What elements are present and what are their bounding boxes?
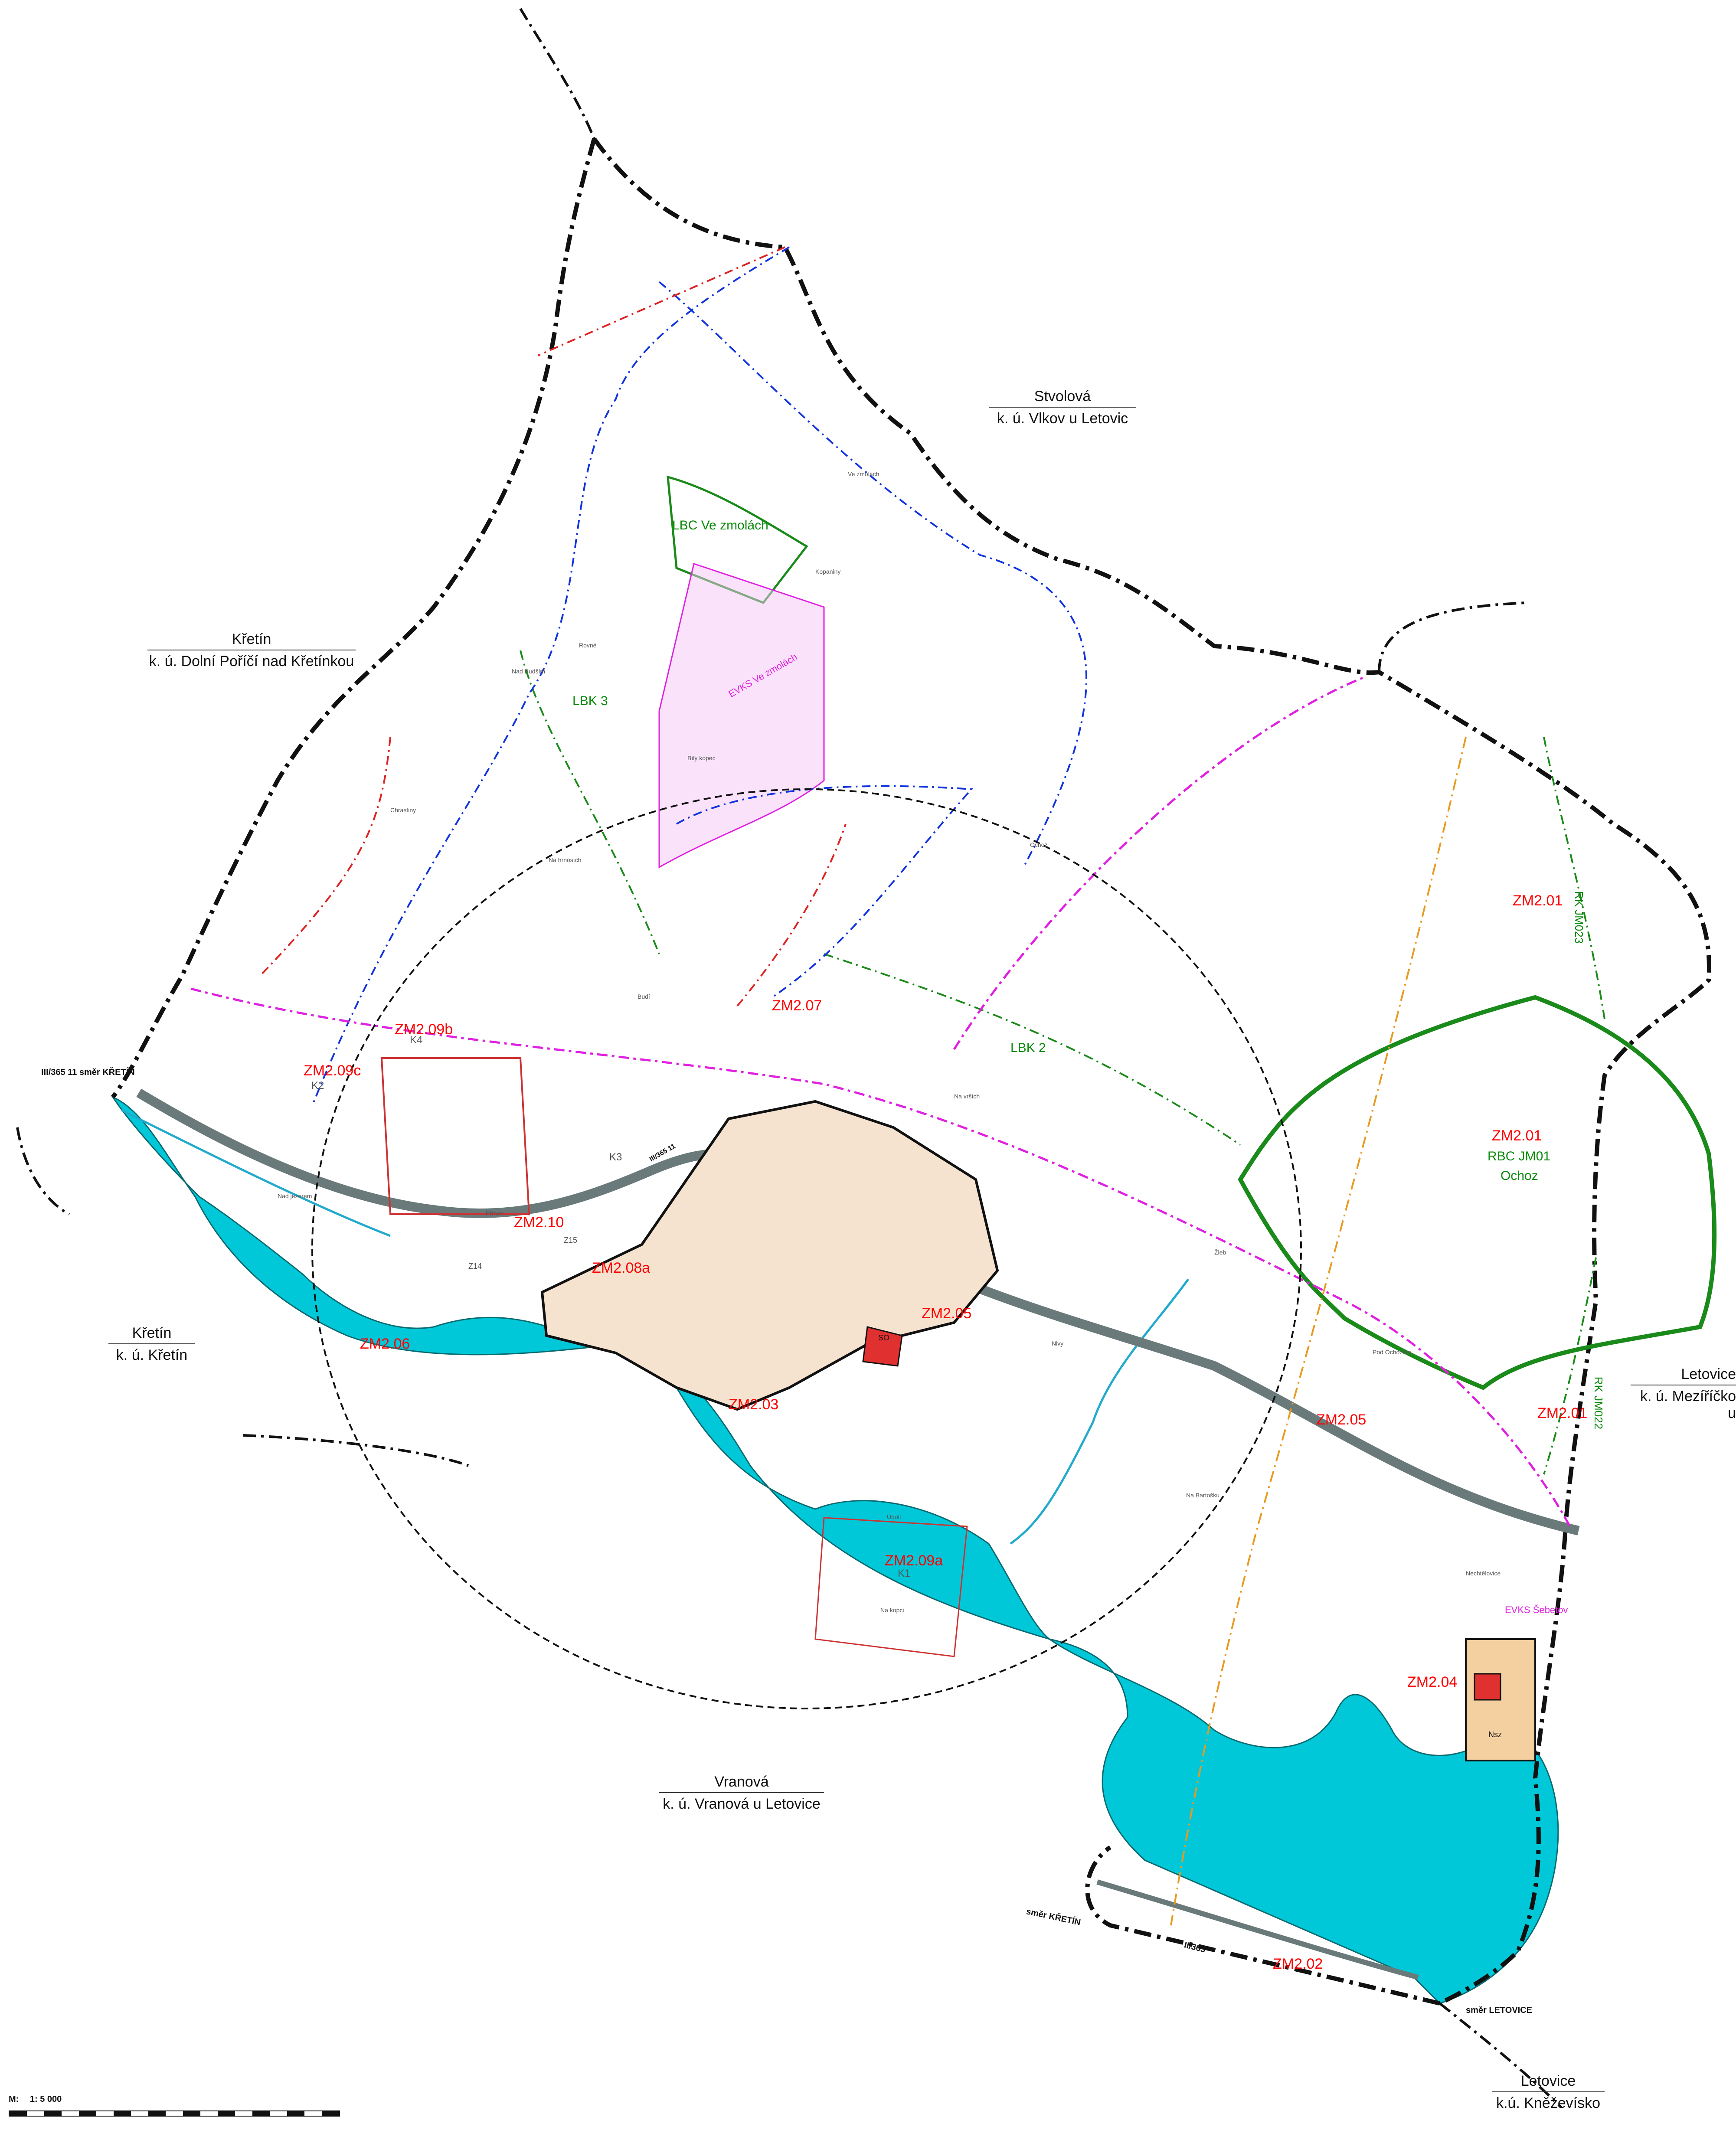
biocorridor bbox=[520, 650, 1605, 1475]
dashed-network-blue bbox=[311, 246, 1087, 1106]
neighbor-label: Vranová k. ú. Vranová u Letovice bbox=[659, 1774, 824, 1813]
scale-label: M: bbox=[9, 2094, 19, 2104]
place-name: Na vrších bbox=[954, 1093, 980, 1100]
change-label: ZM2.01 bbox=[1513, 892, 1563, 909]
neighbor-label: Křetín k. ú. Křetín bbox=[108, 1325, 195, 1364]
area-code: K4 bbox=[410, 1034, 423, 1046]
change-label: ZM2.09b bbox=[395, 1021, 453, 1038]
development-area-k4 bbox=[380, 1057, 530, 1215]
evks-area bbox=[658, 563, 825, 869]
place-name: Pod Ochozem bbox=[1373, 1349, 1411, 1356]
evks-label: EVKS Šebetov bbox=[1505, 1604, 1568, 1615]
change-label: ZM2.10 bbox=[514, 1214, 564, 1231]
change-label: ZM2.08a bbox=[592, 1260, 651, 1276]
change-label: ZM2.05 bbox=[1316, 1411, 1367, 1428]
place-name: Na Bartošku bbox=[1186, 1492, 1220, 1499]
change-label: ZM2.05 bbox=[922, 1305, 972, 1322]
place-name: Bílý kopec bbox=[687, 755, 716, 761]
neighbor-cadastre: k. ú. Křetín bbox=[116, 1347, 188, 1363]
place-name: Kopaniny bbox=[815, 568, 841, 575]
neighbor-cadastre: k. ú. Dolní Poříčí nad Křetínkou bbox=[149, 653, 354, 670]
neighbor-cadastre: k. ú. Vlkov u Letovic bbox=[997, 410, 1128, 427]
rk-label: RK JM022 bbox=[1592, 1376, 1605, 1430]
lbk2-label: LBK 2 bbox=[1010, 1041, 1046, 1055]
scale-bar: M: 1: 5 000 bbox=[9, 2094, 340, 2117]
area-code: Z14 bbox=[468, 1262, 482, 1271]
planned-corridor bbox=[1170, 737, 1467, 1926]
road-label: směr LETOVICE bbox=[1466, 2006, 1533, 2015]
neighbor-name: Letovice bbox=[1492, 2073, 1605, 2092]
development-area-k1 bbox=[814, 1517, 968, 1657]
scale-graphic bbox=[9, 2110, 340, 2117]
place-name: Nad Budším bbox=[512, 668, 546, 675]
village-core bbox=[540, 1100, 999, 1411]
place-name: Na kopci bbox=[880, 1607, 904, 1614]
neighbor-cadastre: k. ú. Vranová u Letovice bbox=[663, 1796, 821, 1812]
change-label: ZM2.09c bbox=[304, 1062, 361, 1079]
area-code: Nsz bbox=[1488, 1730, 1502, 1739]
change-label: ZM2.01 bbox=[1537, 1405, 1588, 1421]
rbc-code-label: RBC JM01 bbox=[1488, 1149, 1551, 1163]
rbc-name-label: Ochoz bbox=[1501, 1169, 1538, 1183]
road-south bbox=[1096, 1879, 1419, 1980]
change-label: ZM2.07 bbox=[772, 997, 822, 1014]
place-name: Rovné bbox=[579, 642, 597, 649]
rk-label: RK JM023 bbox=[1573, 891, 1586, 944]
cadastral-boundary bbox=[111, 137, 1711, 2006]
place-name: Příhon bbox=[486, 1210, 504, 1217]
place-name: Žleb bbox=[1214, 1249, 1226, 1256]
area-code: K1 bbox=[898, 1568, 911, 1579]
neighbor-label: Křetín k. ú. Dolní Poříčí nad Křetínkou bbox=[147, 631, 356, 670]
place-name: Nechtělovice bbox=[1466, 1570, 1501, 1577]
place-name: Nad jezerem bbox=[278, 1192, 312, 1199]
dashed-network-red bbox=[259, 246, 847, 1007]
change-label: ZM2.02 bbox=[1273, 1956, 1323, 1972]
neighbor-cadastre: k.ú. Kněževísko bbox=[1496, 2095, 1600, 2111]
neighbor-name: Stvolová bbox=[989, 388, 1136, 408]
place-name: Ochoz bbox=[1030, 841, 1048, 848]
change-label: ZM2.04 bbox=[1407, 1674, 1458, 1690]
neighbor-name: Letovice bbox=[1631, 1366, 1736, 1385]
neighbor-label: Stvolová k. ú. Vlkov u Letovic bbox=[989, 388, 1136, 427]
neighbor-cadastre: k. ú. Mezíříčko u bbox=[1640, 1388, 1736, 1421]
local-biocentre bbox=[667, 475, 808, 604]
regional-biocentre bbox=[1238, 995, 1717, 1390]
municipal-boundary bbox=[16, 8, 1563, 2109]
lbk3-label: LBK 3 bbox=[572, 694, 608, 708]
place-name: Ve zmolách bbox=[848, 470, 879, 477]
place-name: Budí bbox=[638, 993, 650, 1000]
area-code: SO bbox=[878, 1333, 890, 1342]
change-label: ZM2.01 bbox=[1492, 1127, 1542, 1144]
neighbor-label: Letovice k.ú. Kněževísko bbox=[1492, 2073, 1605, 2112]
neighbor-name: Vranová bbox=[659, 1774, 824, 1793]
protection-zone-circle bbox=[311, 788, 1302, 1709]
place-name: Na hrnosích bbox=[549, 856, 582, 863]
stream bbox=[121, 1109, 1190, 1545]
change-label: ZM2.03 bbox=[729, 1396, 779, 1413]
lbc-label: LBC Ve zmolách bbox=[672, 518, 768, 532]
change-label: ZM2.09a bbox=[885, 1552, 943, 1569]
area-code: K3 bbox=[609, 1151, 622, 1163]
road-label: III/365 11 směr KŘETÍN bbox=[41, 1068, 135, 1077]
place-name: Údolí bbox=[887, 1513, 901, 1520]
place-name: Nivy bbox=[1052, 1340, 1064, 1347]
place-name: Chrastiny bbox=[390, 807, 416, 813]
area-code: K2 bbox=[311, 1080, 324, 1091]
neighbor-name: Křetín bbox=[147, 631, 356, 650]
dashed-network-magenta bbox=[190, 675, 1571, 1527]
neighbor-name: Křetín bbox=[108, 1325, 195, 1344]
change-label: ZM2.06 bbox=[360, 1336, 410, 1352]
neighbor-label: Letovice k. ú. Mezíříčko u bbox=[1631, 1366, 1736, 1422]
area-code: Z15 bbox=[564, 1236, 578, 1245]
scale-ratio: 1: 5 000 bbox=[29, 2094, 62, 2104]
buildup-marker bbox=[862, 1326, 1501, 1701]
